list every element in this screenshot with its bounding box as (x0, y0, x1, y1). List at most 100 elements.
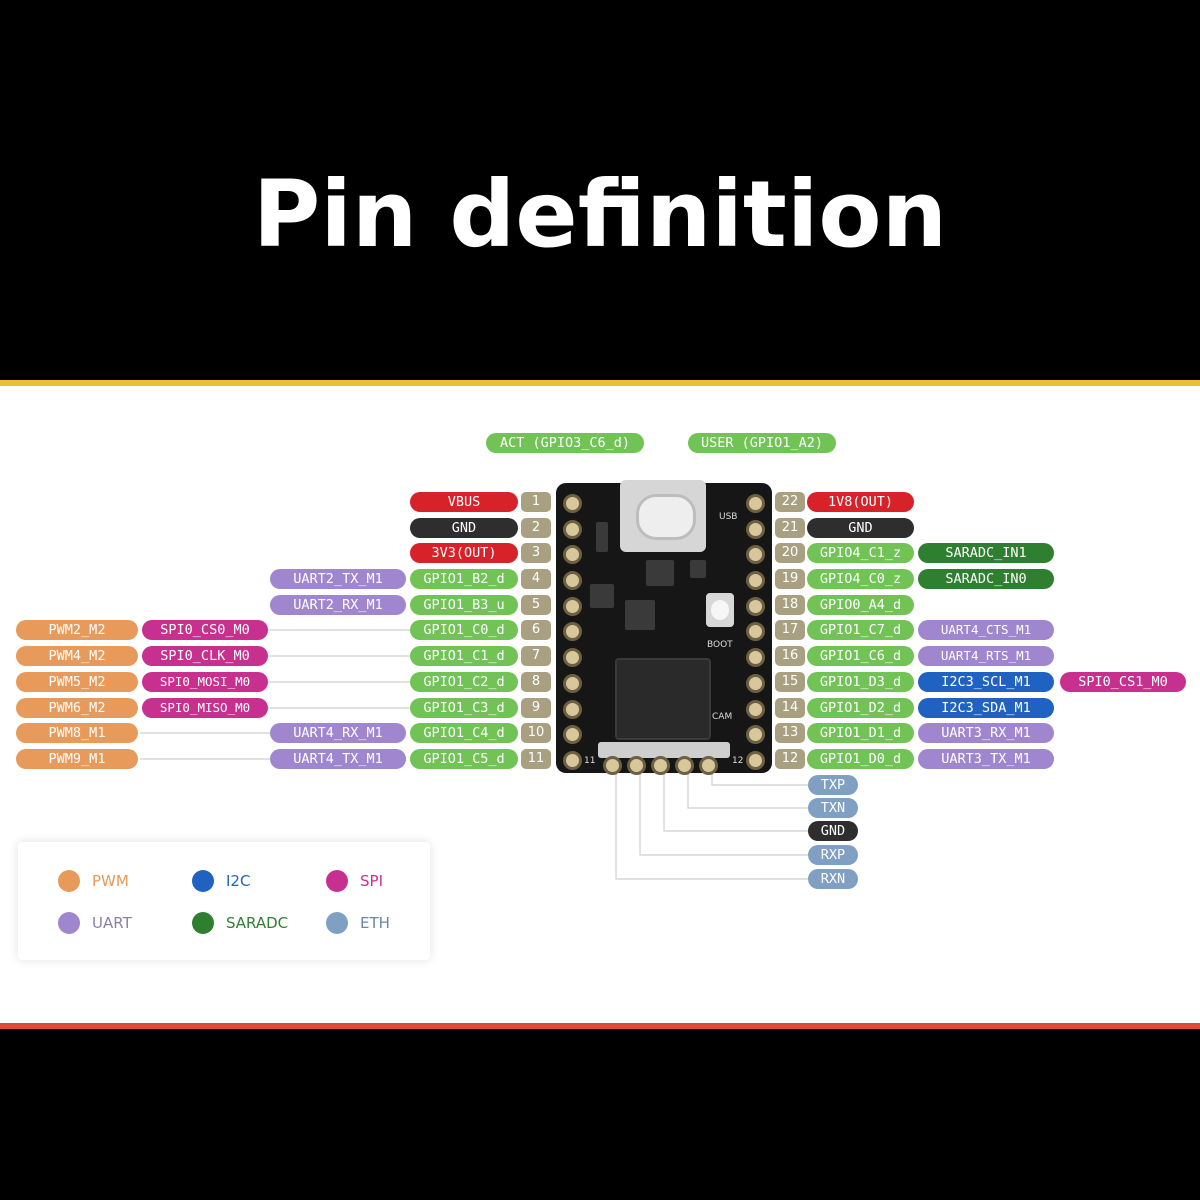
legend-swatch-i2c (192, 870, 214, 892)
pin-number: 14 (775, 698, 805, 718)
pin-number: 12 (775, 749, 805, 769)
pin-label: GND (807, 518, 914, 538)
pin-pad (563, 751, 582, 770)
pin-label: GPIO1_C0_d (410, 620, 518, 640)
boot-button-cap (711, 600, 729, 620)
pin-number: 7 (521, 646, 551, 666)
component (646, 560, 674, 586)
pin-number: 4 (521, 569, 551, 589)
pin-number: 11 (521, 749, 551, 769)
pin-label: 1V8(OUT) (807, 492, 914, 512)
legend-swatch-pwm (58, 870, 80, 892)
pin-pad (746, 751, 765, 770)
pin-label: GPIO4_C1_z (807, 543, 914, 563)
pin-label: SPI0_CS0_M0 (142, 620, 268, 640)
pin-number: 1 (521, 492, 551, 512)
pin-label: GPIO1_C7_d (807, 620, 914, 640)
pin-label: I2C3_SDA_M1 (918, 698, 1054, 718)
pin-pad (563, 674, 582, 693)
legend-swatch-spi (326, 870, 348, 892)
legend-swatch-uart (58, 912, 80, 934)
pin-label: I2C3_SCL_M1 (918, 672, 1054, 692)
pin-label: PWM4_M2 (16, 646, 138, 666)
pin-label: SARADC_IN0 (918, 569, 1054, 589)
pin-number: 20 (775, 543, 805, 563)
pin-pad (746, 520, 765, 539)
pin-pad (651, 756, 670, 775)
pin-label: GND (410, 518, 518, 538)
pin-number: 19 (775, 569, 805, 589)
bottom-banner (0, 1029, 1200, 1200)
divider-bottom (0, 1023, 1200, 1029)
pin-label: UART4_RTS_M1 (918, 646, 1054, 666)
legend-label-spi: SPI (360, 872, 383, 890)
eth-pin-label: TXN (808, 798, 858, 818)
legend (18, 842, 430, 960)
pin-pad (563, 700, 582, 719)
pin-label: GPIO1_D2_d (807, 698, 914, 718)
pin-label: UART2_RX_M1 (270, 595, 406, 615)
pin-pad (563, 571, 582, 590)
pin-number: 17 (775, 620, 805, 640)
pin-label: UART3_RX_M1 (918, 723, 1054, 743)
soc-chip (615, 658, 711, 740)
pin-pad (603, 756, 622, 775)
pin-pad (746, 622, 765, 641)
component (625, 600, 655, 630)
legend-label-saradc: SARADC (226, 914, 289, 932)
pin-number: 15 (775, 672, 805, 692)
component (590, 584, 614, 608)
pin-pad (563, 520, 582, 539)
pin-pad (627, 756, 646, 775)
pin-pad (563, 545, 582, 564)
pin-label: GPIO1_B2_d (410, 569, 518, 589)
pin-number: 21 (775, 518, 805, 538)
pin-label: GPIO1_C1_d (410, 646, 518, 666)
component (690, 560, 706, 578)
usb-c-port (636, 494, 696, 540)
silk-usb: USB (719, 512, 738, 522)
pin-label: GPIO1_D1_d (807, 723, 914, 743)
pin-label: GPIO1_C3_d (410, 698, 518, 718)
pin-number: 5 (521, 595, 551, 615)
pin-label: PWM5_M2 (16, 672, 138, 692)
pin-pad (746, 674, 765, 693)
legend-label-pwm: PWM (92, 872, 129, 890)
pin-label: GPIO1_C4_d (410, 723, 518, 743)
pin-label: GPIO1_D3_d (807, 672, 914, 692)
pin-pad (746, 725, 765, 744)
eth-pin-label: RXN (808, 869, 858, 889)
silk-pad-12: 12 (732, 756, 744, 766)
legend-label-i2c: I2C (226, 872, 251, 890)
page-title: Pin definition (252, 161, 948, 268)
pin-label: GPIO0_A4_d (807, 595, 914, 615)
pin-number: 18 (775, 595, 805, 615)
pin-number: 10 (521, 723, 551, 743)
pin-pad (746, 597, 765, 616)
pin-label: UART3_TX_M1 (918, 749, 1054, 769)
pin-number: 16 (775, 646, 805, 666)
pin-pad (699, 756, 718, 775)
pin-label: SPI0_MOSI_M0 (142, 672, 268, 692)
pin-pad (563, 725, 582, 744)
pin-label: PWM6_M2 (16, 698, 138, 718)
legend-label-uart: UART (92, 914, 132, 932)
pin-label: PWM9_M1 (16, 749, 138, 769)
pin-pad (563, 494, 582, 513)
pin-label: GPIO1_D0_d (807, 749, 914, 769)
pin-label: SARADC_IN1 (918, 543, 1054, 563)
pin-pad (746, 648, 765, 667)
pin-label: VBUS (410, 492, 518, 512)
eth-pin-label: RXP (808, 845, 858, 865)
pin-pad (563, 648, 582, 667)
led-act-label: ACT (GPIO3_C6_d) (486, 433, 644, 453)
divider-top (0, 380, 1200, 386)
pin-pad (563, 622, 582, 641)
eth-pin-label: GND (808, 821, 858, 841)
top-banner (0, 0, 1200, 380)
pin-label: GPIO1_C2_d (410, 672, 518, 692)
pin-label: GPIO1_C5_d (410, 749, 518, 769)
pin-pad (675, 756, 694, 775)
pin-pad (746, 571, 765, 590)
silk-pad-11: 11 (584, 756, 596, 766)
